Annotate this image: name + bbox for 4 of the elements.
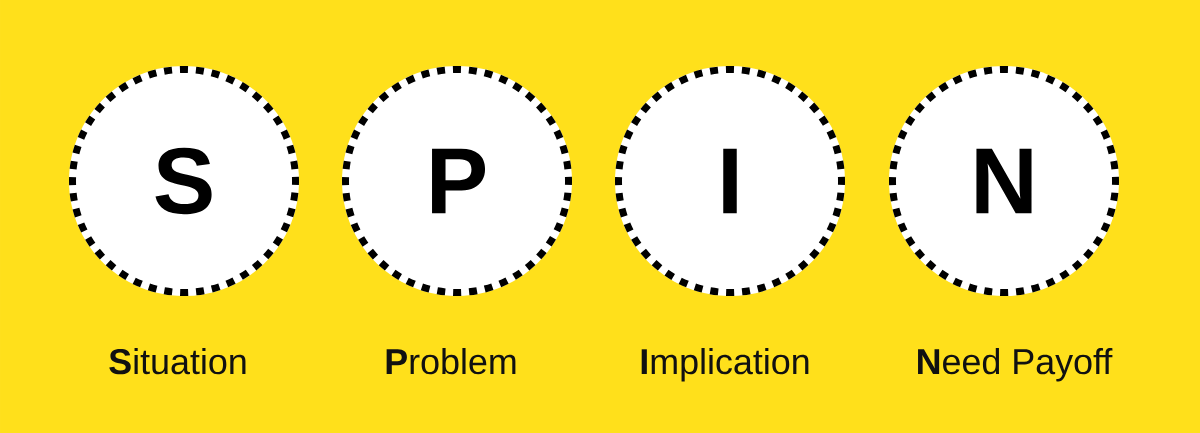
caption-label: Problem bbox=[386, 348, 516, 375]
caption-label: Situation bbox=[109, 348, 246, 375]
caption-label: Need Payoff bbox=[918, 348, 1113, 382]
caption-label: Implication bbox=[641, 348, 809, 382]
